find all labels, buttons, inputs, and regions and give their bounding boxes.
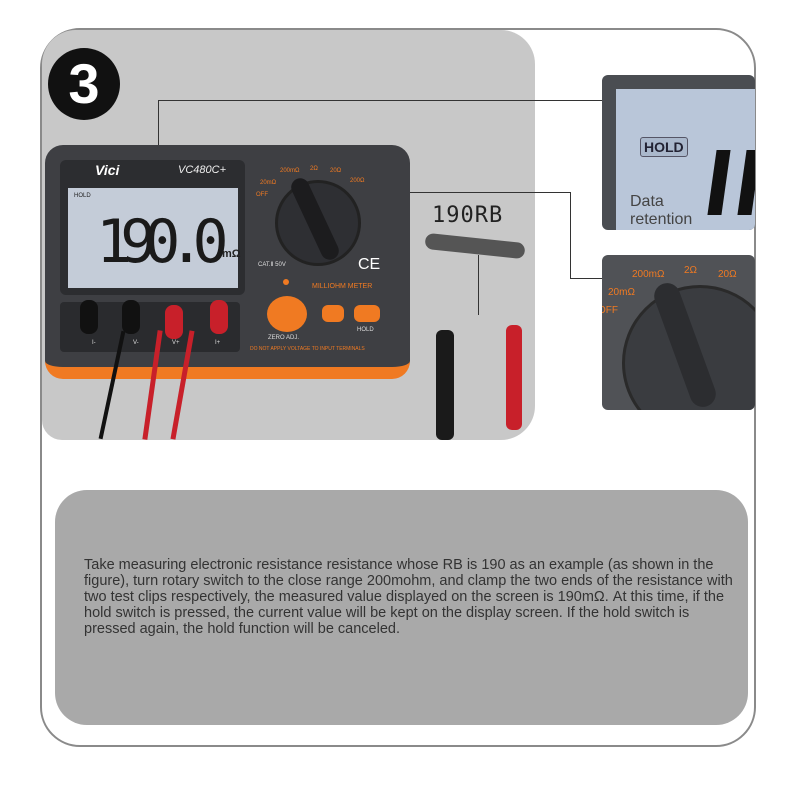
zero-adj-label: ZERO ADJ. bbox=[268, 335, 300, 341]
step-badge: 3 bbox=[48, 48, 120, 120]
resistor-label: 190RB bbox=[432, 203, 504, 228]
dial-detail-inset: OFF 20mΩ 200mΩ 2Ω 20Ω bbox=[602, 255, 755, 410]
dial-label: 20Ω bbox=[718, 269, 737, 280]
terminal-label: V- bbox=[133, 340, 139, 346]
terminal-label: V+ bbox=[172, 340, 180, 346]
hold-detail-inset: HOLD Data retention bbox=[602, 75, 755, 230]
indicator-led bbox=[283, 279, 289, 285]
display-reading: 190.0 bbox=[96, 207, 229, 277]
dial-label: 2Ω bbox=[310, 166, 318, 172]
outer-frame bbox=[40, 28, 756, 747]
terminal-label: I- bbox=[92, 340, 96, 346]
zero-adj-button[interactable] bbox=[267, 296, 307, 332]
lcd-display bbox=[68, 188, 238, 288]
callout-line bbox=[330, 192, 570, 193]
light-button[interactable] bbox=[322, 305, 344, 322]
data-retention-caption: Data retention bbox=[630, 193, 693, 228]
lcd-closeup bbox=[616, 89, 755, 230]
brand-logo: Vici bbox=[95, 162, 120, 178]
hold-label: HOLD bbox=[640, 137, 688, 157]
test-plug-red bbox=[210, 300, 228, 334]
hold-indicator: HOLD bbox=[74, 193, 91, 199]
resistor-lead bbox=[478, 255, 479, 315]
hold-button[interactable] bbox=[354, 305, 380, 322]
test-clip-black bbox=[436, 330, 454, 440]
test-plug-red bbox=[165, 305, 183, 339]
dial-label: OFF bbox=[602, 305, 618, 316]
dial-label: OFF bbox=[256, 192, 268, 198]
display-unit: mΩ bbox=[222, 248, 241, 260]
dial-label: 2Ω bbox=[684, 265, 698, 276]
callout-line bbox=[158, 100, 159, 188]
dial-label: 200mΩ bbox=[632, 269, 665, 280]
hold-button-label: HOLD bbox=[357, 327, 374, 333]
meter-label: MILLIOHM METER bbox=[312, 283, 373, 290]
ce-mark: CE bbox=[358, 256, 381, 273]
callout-line bbox=[158, 100, 602, 101]
test-clip-red bbox=[506, 325, 522, 430]
callout-line bbox=[570, 192, 571, 278]
description-text: Take measuring electronic resistance res… bbox=[84, 557, 733, 637]
cat-rating: CAT.Ⅱ 50V bbox=[258, 262, 286, 268]
model-label: VC480C+ bbox=[178, 164, 227, 176]
dial-label: 20mΩ bbox=[260, 180, 277, 186]
test-plug-black bbox=[80, 300, 98, 334]
dial-label: 200Ω bbox=[350, 178, 365, 184]
rotary-switch[interactable] bbox=[275, 180, 361, 266]
description-panel bbox=[55, 490, 748, 725]
dial-label: 200mΩ bbox=[280, 168, 300, 174]
test-plug-black bbox=[122, 300, 140, 334]
dial-label: 20Ω bbox=[330, 168, 342, 174]
terminal-label: I+ bbox=[215, 340, 221, 346]
callout-line bbox=[570, 278, 602, 279]
dial-label: 20mΩ bbox=[608, 287, 635, 298]
warning-label: DO NOT APPLY VOLTAGE TO INPUT TERMINALS bbox=[250, 346, 365, 352]
